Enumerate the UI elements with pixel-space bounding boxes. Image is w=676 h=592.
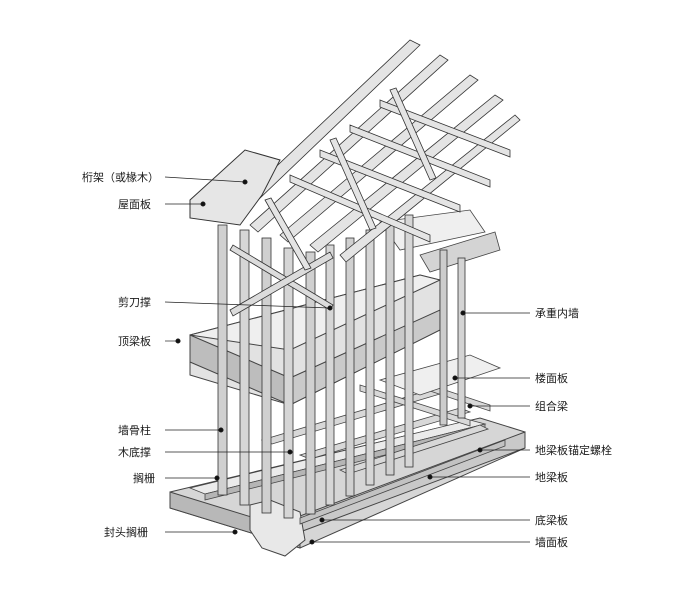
label-load-bearing-wall: 承重内墙 [535, 307, 579, 320]
label-wall-stud: 墙骨柱 [118, 424, 151, 437]
leader-wall-sheathing-dot [309, 539, 315, 545]
label-cross-bracing: 剪刀撑 [118, 296, 151, 309]
label-sill-plate: 地梁板 [535, 471, 568, 484]
leader-top-plate-dot [175, 338, 181, 344]
label-bridging: 木底撑 [118, 446, 151, 459]
label-bottom-plate: 底梁板 [535, 514, 568, 527]
leader-truss [164, 176, 246, 183]
leader-bridging-dot [287, 449, 293, 455]
wall-studs [217, 214, 466, 519]
label-built-up-beam: 组合梁 [535, 400, 568, 413]
leader-floor-sheathing-dot [452, 375, 458, 381]
leader-joist-dot [214, 475, 220, 481]
leader-sill-plate-dot [427, 474, 433, 480]
leader-truss-dot [242, 179, 248, 185]
leader-roof-sheathing-dot [200, 201, 206, 207]
leader-anchor-bolt-dot [477, 447, 483, 453]
label-roof-sheathing: 屋面板 [118, 198, 151, 211]
leader-wall-stud-dot [218, 427, 224, 433]
label-anchor-bolt: 地梁板锚定螺栓 [535, 444, 612, 457]
label-floor-sheathing: 楼面板 [535, 372, 568, 385]
label-truss: 桁架（或椽木） [82, 171, 159, 184]
leader-bottom-plate-dot [319, 517, 325, 523]
roof-trusses [224, 39, 521, 271]
roof-sheathing-panel [189, 149, 281, 226]
leader-load-bearing-wall-dot [460, 310, 466, 316]
leader-cross-bracing [164, 301, 331, 309]
label-joist: 搁栅 [133, 472, 155, 485]
label-wall-sheathing: 墙面板 [535, 536, 568, 549]
label-rim-joist: 封头搁栅 [104, 526, 148, 539]
label-top-plate: 顶梁板 [118, 335, 151, 348]
leader-built-up-beam-dot [467, 403, 473, 409]
leader-lines [164, 176, 530, 545]
leader-cross-bracing-dot [327, 305, 333, 311]
leader-rim-joist-dot [232, 529, 238, 535]
